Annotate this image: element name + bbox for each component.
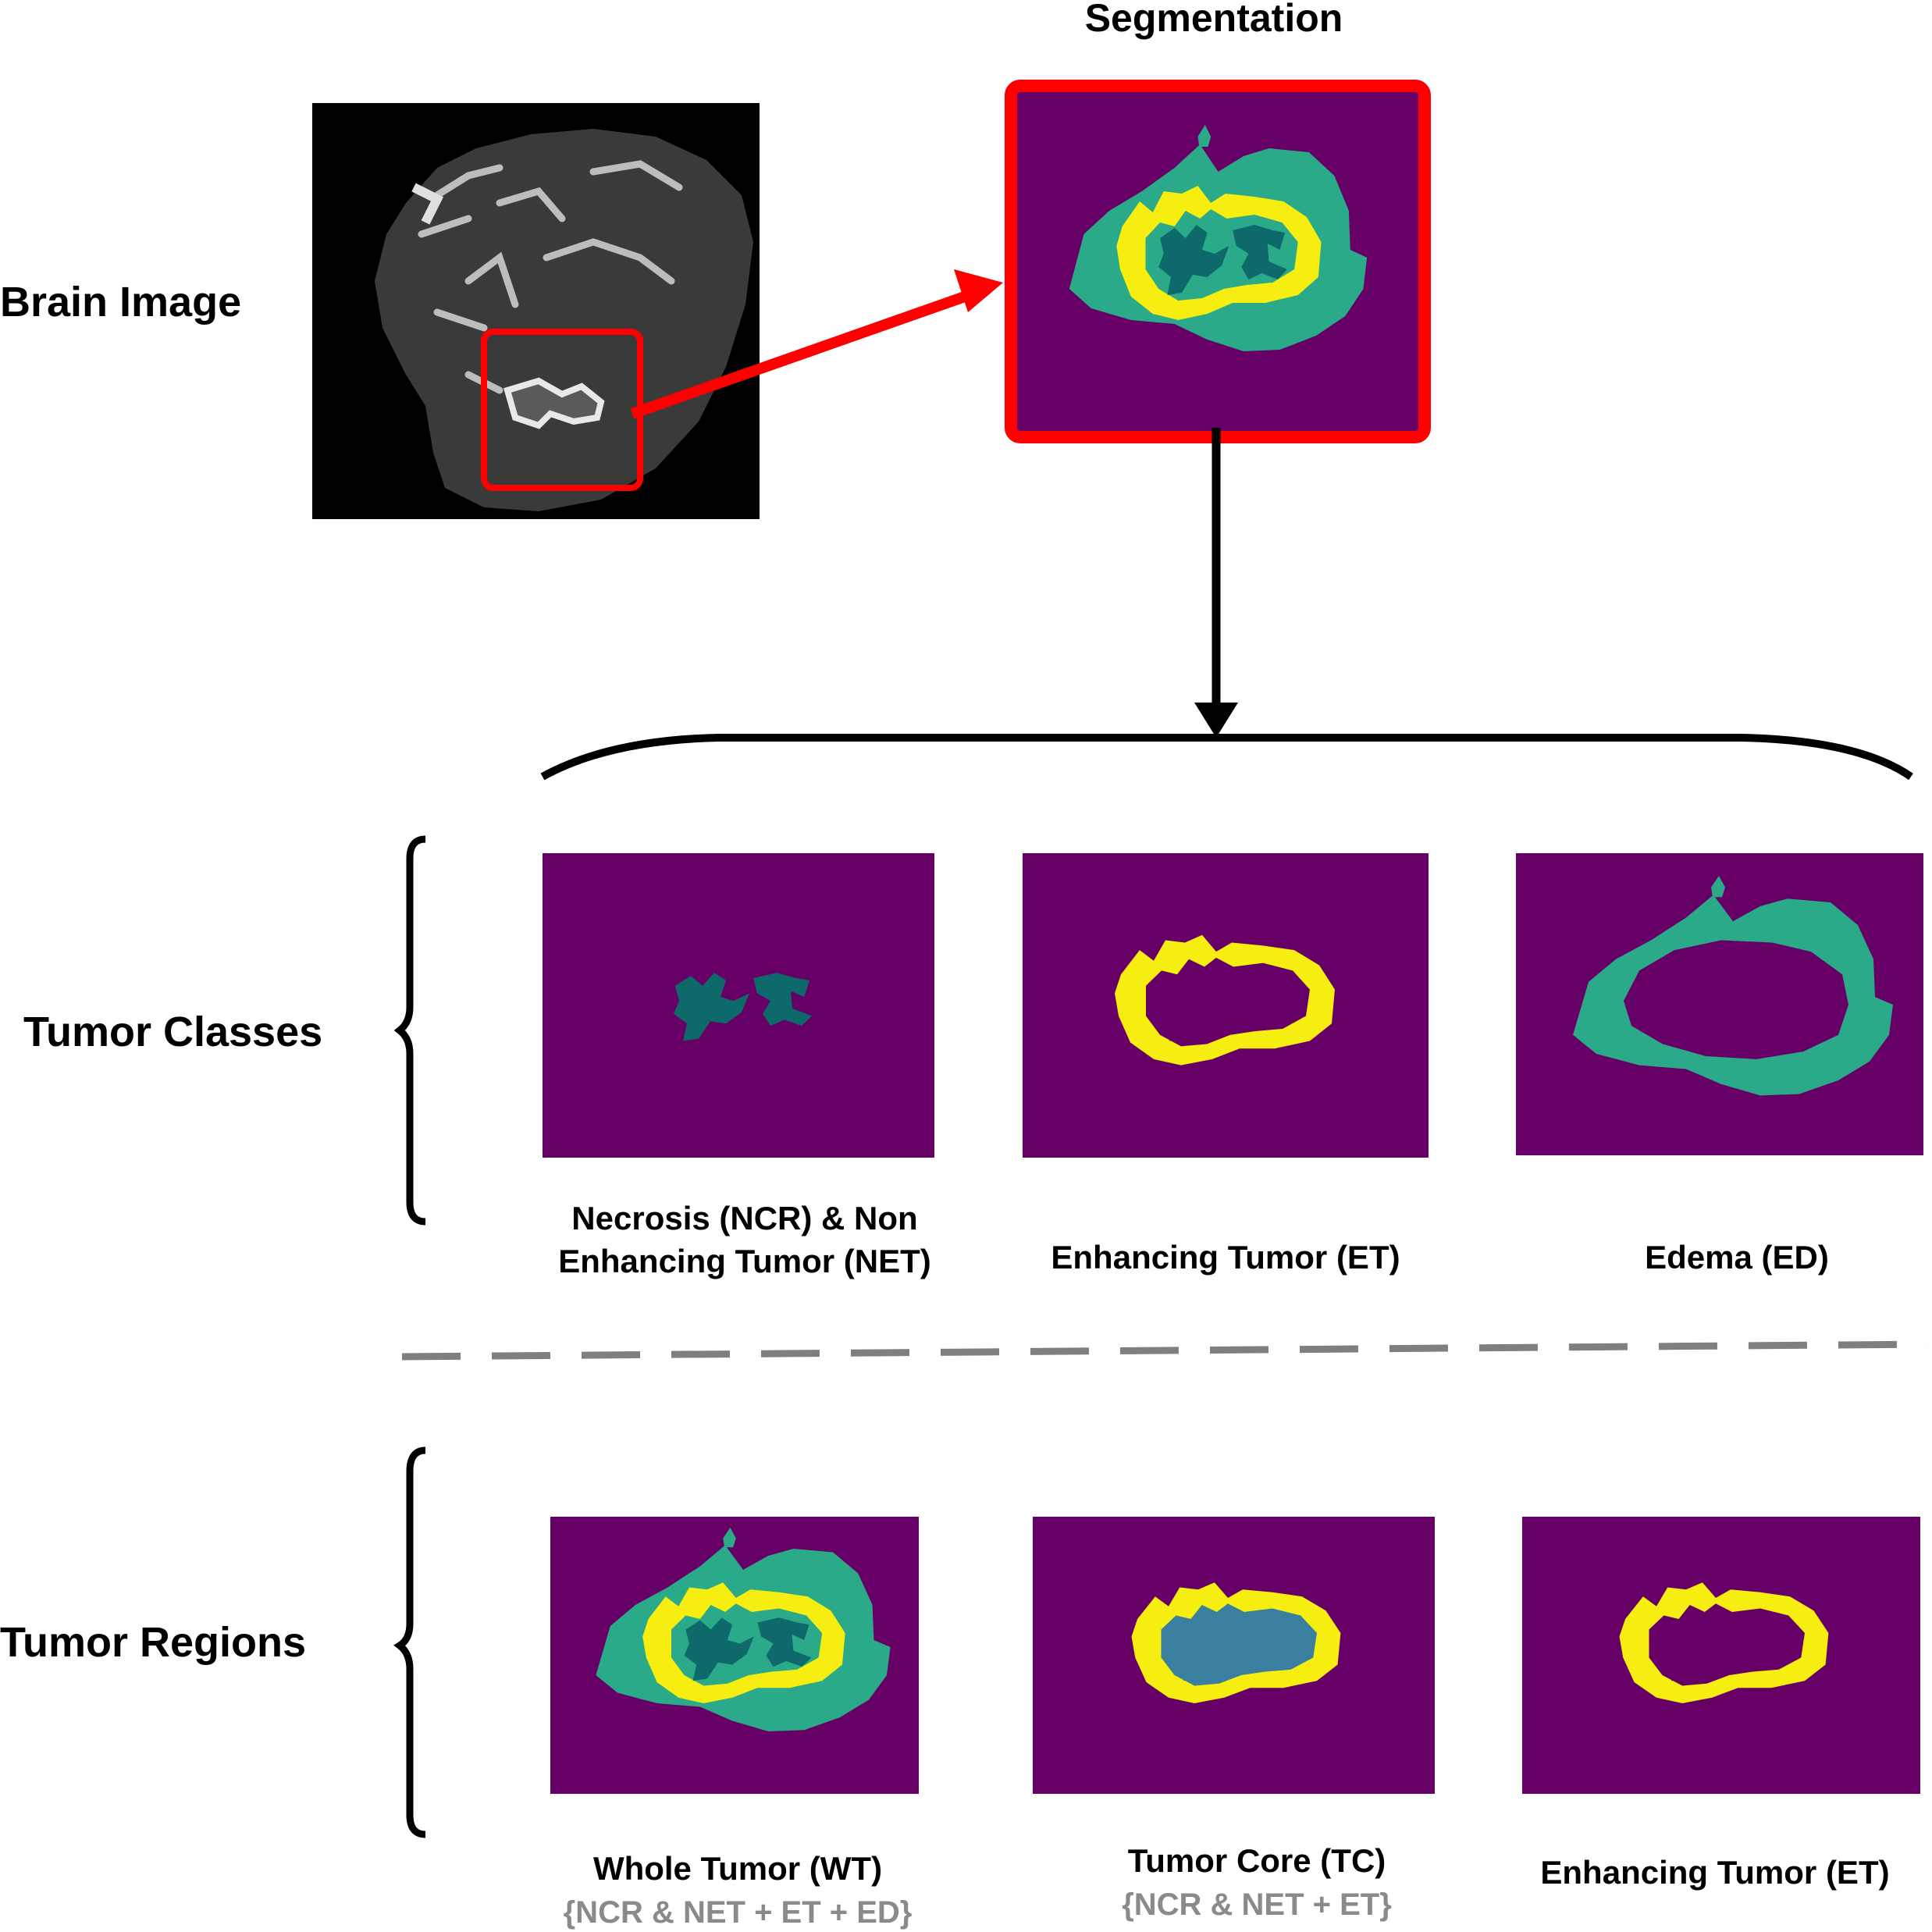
down-arrow [1194,428,1238,738]
wt-region-caption: Whole Tumor (WT) [593,1850,882,1887]
roi-arrow [630,269,1003,419]
section-divider [401,1340,1929,1361]
tumor-classes-brace [393,835,426,1226]
brain-image-label: Brain Image [0,279,241,326]
wt-region-formula: {NCR & NET + ET + ED} [564,1895,913,1930]
ncr-net-panel [543,853,934,1158]
tumor-regions-label: Tumor Regions [0,1619,306,1666]
brain-mri-image [312,103,760,519]
ncr-net-caption-line2: Enhancing Tumor (NET) [558,1243,931,1279]
et-region-panel [1522,1517,1920,1794]
et-class-caption: Enhancing Tumor (ET) [1051,1239,1400,1276]
tc-region-panel [1033,1517,1435,1794]
ed-class-panel [1516,853,1923,1155]
horizontal-brace [540,734,1913,781]
et-region-caption: Enhancing Tumor (ET) [1540,1854,1889,1891]
tc-region-caption: Tumor Core (TC) [1128,1842,1386,1879]
tc-region-formula: {NCR & NET + ET} [1122,1888,1392,1922]
figure-title: Segmentation [1085,0,1343,40]
wt-region-panel [550,1517,919,1794]
segmentation-panel [1005,80,1431,443]
ed-class-caption: Edema (ED) [1645,1239,1829,1276]
ncr-net-caption-line1: Necrosis (NCR) & Non [571,1200,917,1236]
tumor-regions-brace [393,1446,426,1838]
et-class-panel [1023,853,1429,1158]
tumor-classes-label: Tumor Classes [23,1009,322,1055]
